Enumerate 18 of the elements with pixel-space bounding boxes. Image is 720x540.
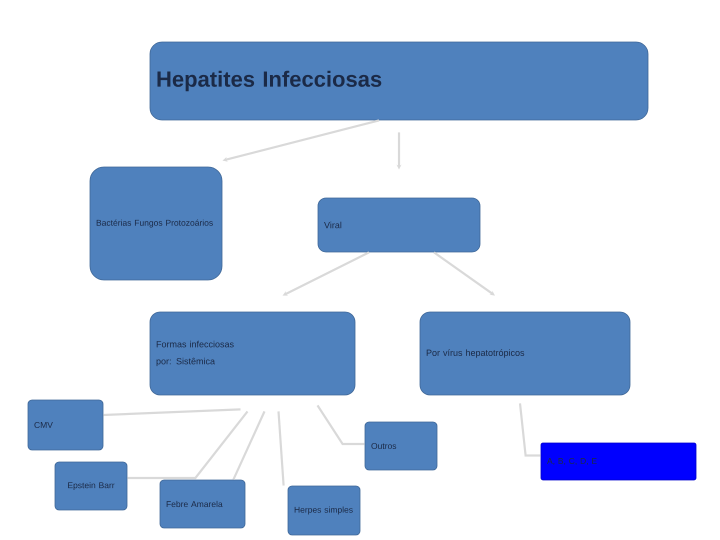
title-box: Hepatites Infecciosas [150,42,648,120]
process-box: Bactérias Fungos Protozoários [90,166,222,280]
connector [232,410,266,480]
process-box: Outros [364,422,438,470]
process-box: Epstein Barr [54,462,128,510]
process-box: Viral [318,198,480,252]
connector [518,403,541,457]
connector [127,410,248,480]
process-box: Formas infecciosas por: Sistêmica [150,312,356,396]
process-box: Febre Amarela [160,480,246,528]
process-box: Por vírus hepatotrópicos [420,312,630,396]
connector [316,404,365,446]
process-box: Herpes simples [288,486,360,536]
connector [277,411,285,486]
process-box: A, B, C, D, E [540,442,696,480]
process-box: CMV [28,400,104,450]
connector [103,408,241,416]
connector [282,251,370,296]
